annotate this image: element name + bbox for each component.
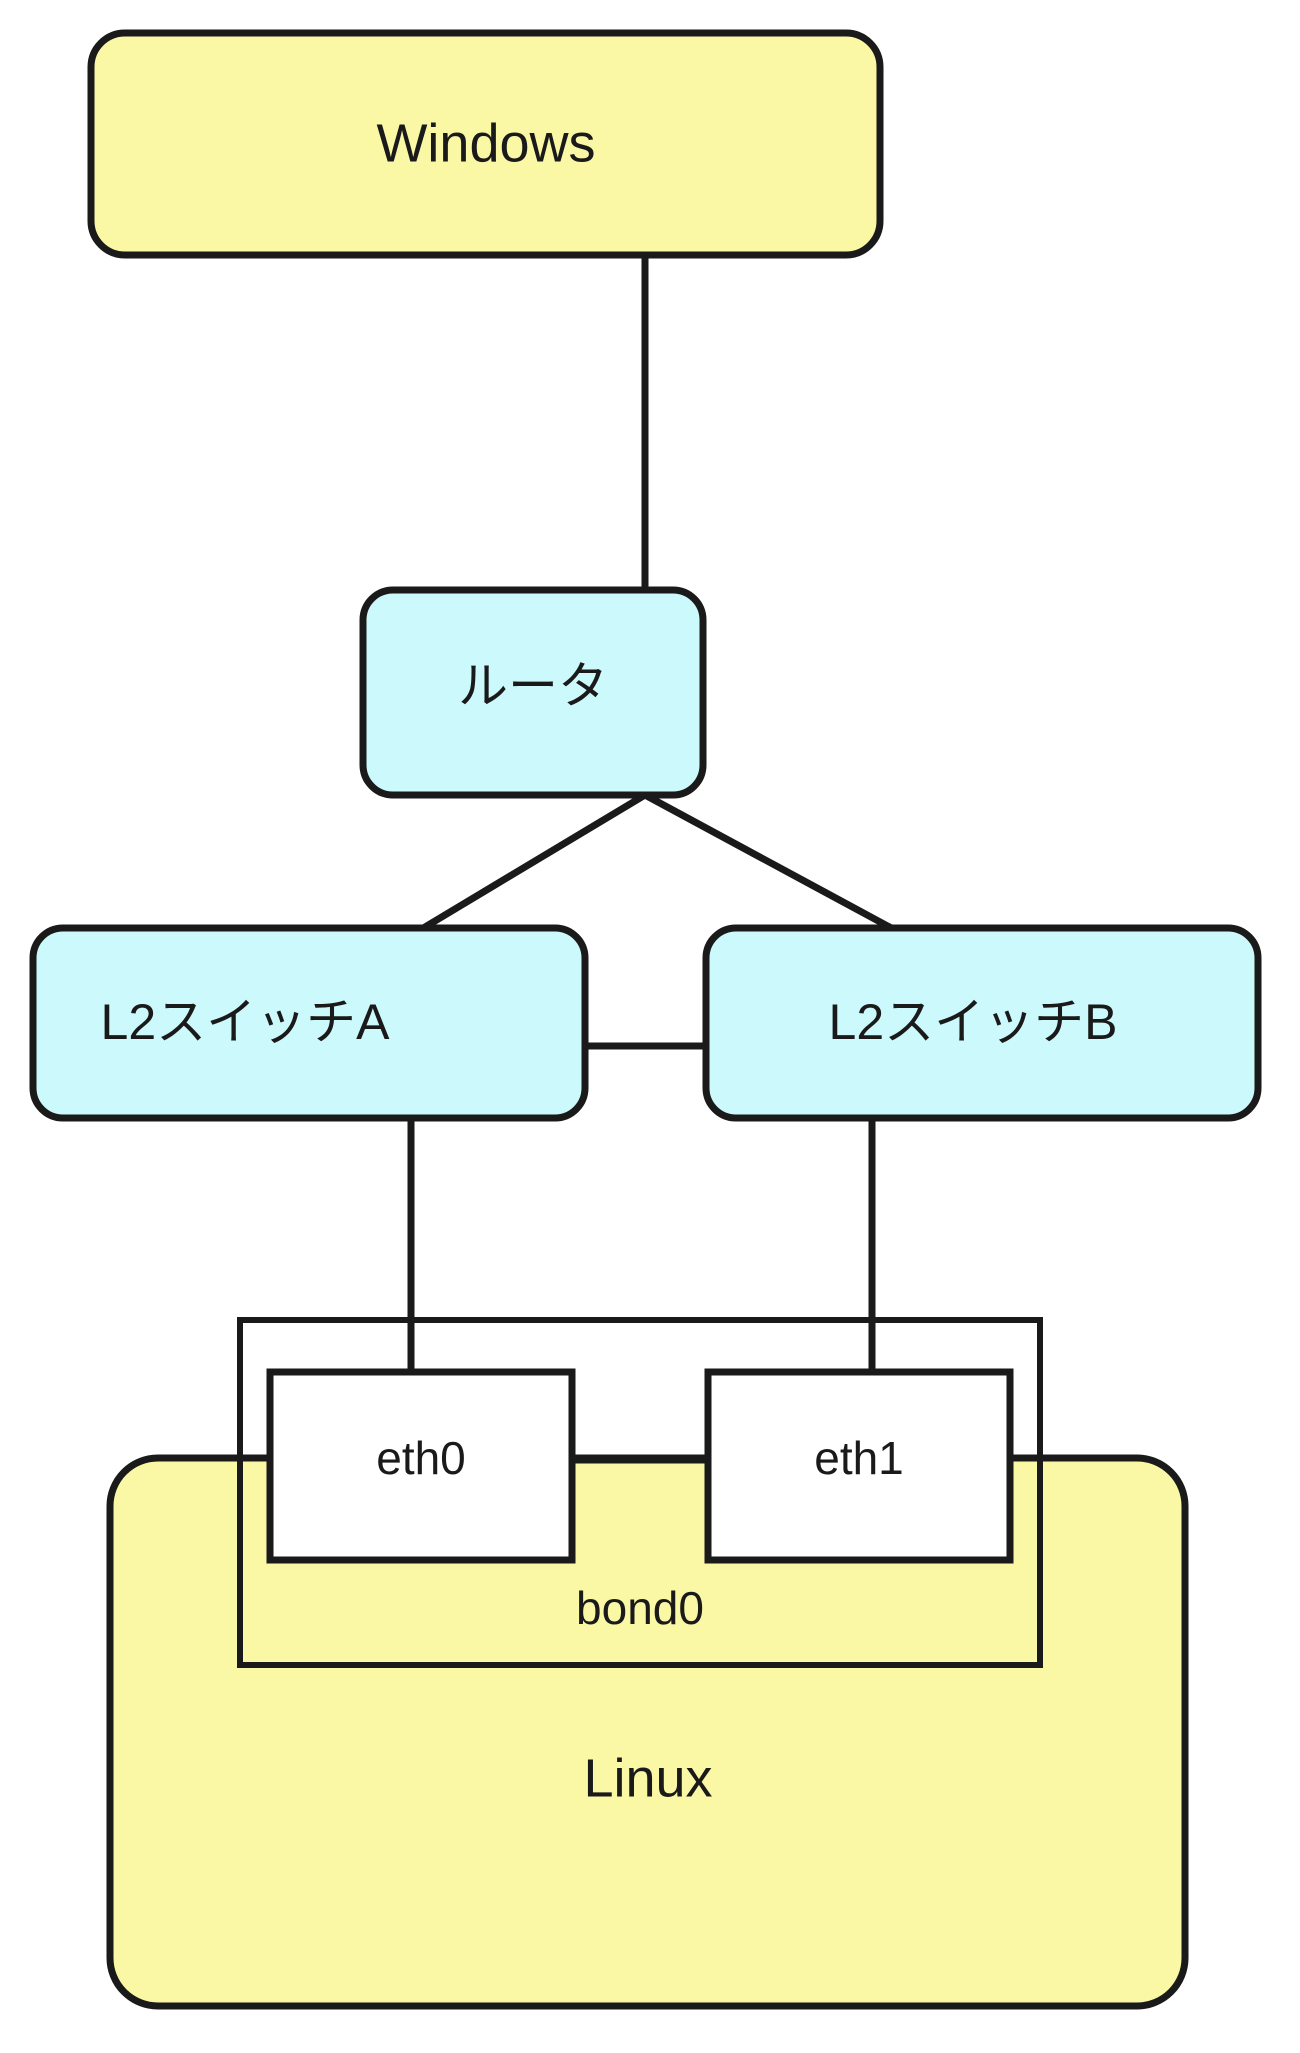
node-eth0[interactable] [266,1368,576,1564]
edge-router-switch-b [643,791,897,934]
node-bond0-label: bond0 [576,1582,704,1634]
edge-router-switch-a [418,791,647,934]
node-switch-a[interactable] [29,924,589,1122]
node-eth1-label: eth1 [814,1432,904,1484]
node-eth0-label: eth0 [376,1432,466,1484]
node-switch-b[interactable] [702,924,1262,1122]
node-windows[interactable] [87,29,884,259]
node-switch-b-label: L2スイッチB [829,994,1118,1050]
node-router[interactable] [359,586,707,799]
node-linux-label: Linux [583,1748,712,1808]
node-bond0-outline [237,1317,1043,1668]
node-router-label: ルータ [458,658,608,714]
node-windows-label: Windows [376,113,595,173]
node-eth1[interactable] [704,1368,1014,1564]
node-switch-a-label: L2スイッチA [101,994,391,1050]
